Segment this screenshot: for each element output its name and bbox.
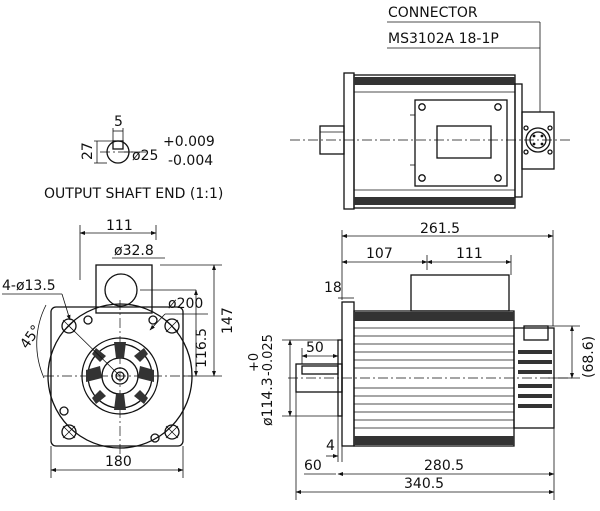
side-dim-107: 107 — [366, 246, 393, 262]
side-dim-60: 60 — [304, 458, 322, 474]
connector-title: CONNECTOR — [388, 5, 478, 21]
front-view: 111 ø32.8 — [2, 218, 236, 478]
side-dim-50: 50 — [306, 340, 324, 356]
front-dim-200: ø200 — [168, 296, 203, 312]
front-dim-111: 111 — [106, 218, 133, 234]
shaft-tol-upper: +0.009 — [163, 134, 215, 150]
front-dim-147: 147 — [220, 307, 236, 334]
key-width-dim: 5 — [114, 114, 123, 130]
front-dim-32-8: ø32.8 — [114, 243, 154, 259]
front-holes-label: 4-ø13.5 — [2, 278, 56, 294]
side-dim-pilot: ø114.3 — [260, 377, 276, 426]
shaft-tol-lower: -0.004 — [168, 153, 213, 169]
key-depth-dim: 27 — [80, 142, 96, 160]
mounting-holes — [61, 318, 180, 440]
connector-label: CONNECTOR MS3102A 18-1P — [387, 5, 541, 112]
front-angle-label: 45° — [17, 322, 44, 352]
front-dim-180: 180 — [105, 454, 132, 470]
shaft-diameter-dim: ø25 — [132, 148, 158, 164]
side-dim-4: 4 — [326, 438, 335, 454]
side-dim-68-6: (68.6) — [581, 336, 597, 378]
connector-model: MS3102A 18-1P — [388, 31, 499, 47]
side-dim-18: 18 — [324, 280, 342, 296]
side-dim-340-5: 340.5 — [404, 476, 444, 492]
top-side-view — [290, 72, 572, 210]
bottom-side-view: 261.5 107 111 18 — [247, 221, 597, 500]
side-dim-pilot-tol-lower: -0.025 — [261, 334, 276, 376]
side-dim-111: 111 — [456, 246, 483, 262]
side-dim-280-5: 280.5 — [424, 458, 464, 474]
side-dim-pilot-tol-upper: +0 — [247, 353, 262, 372]
side-dim-261-5: 261.5 — [420, 221, 460, 237]
front-dim-116-5: 116.5 — [194, 328, 210, 368]
output-shaft-end-detail: 5 27 ø25 +0.009 -0.004 OUTPUT SHAFT END … — [44, 114, 223, 202]
shaft-end-caption: OUTPUT SHAFT END (1:1) — [44, 186, 223, 202]
